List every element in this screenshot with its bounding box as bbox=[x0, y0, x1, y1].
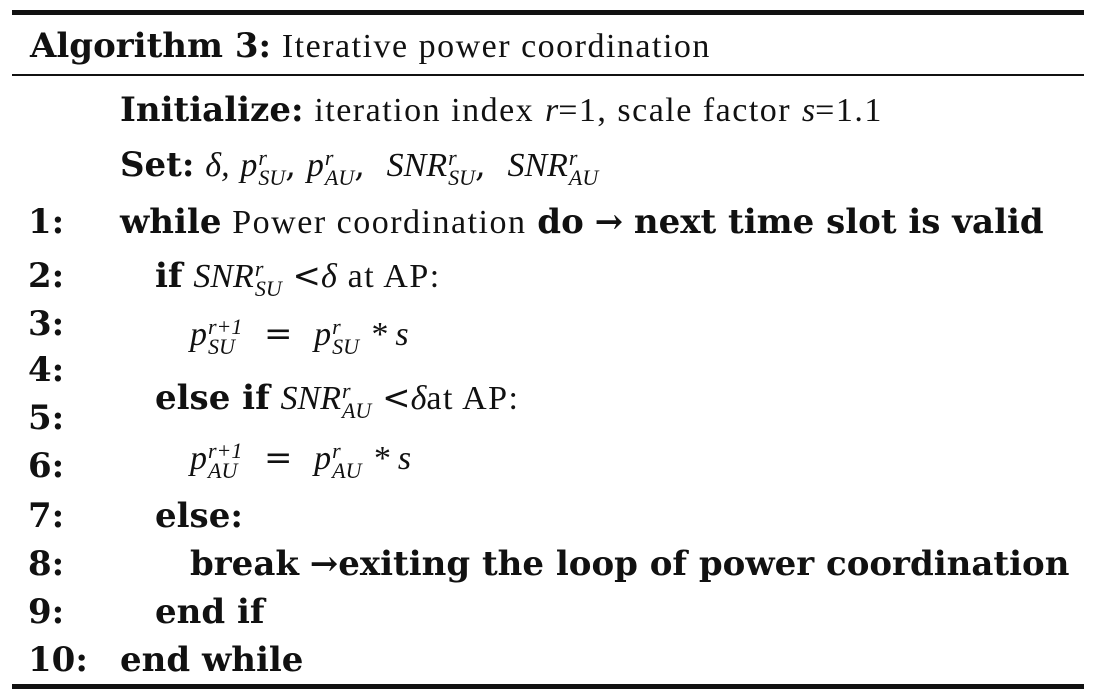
line-number-4: 4: bbox=[28, 350, 65, 390]
line-number-8: 8: bbox=[28, 544, 65, 584]
line-number-6: 6: bbox=[28, 446, 65, 486]
sup-r: r bbox=[332, 438, 341, 463]
top-rule bbox=[12, 10, 1084, 15]
initialize-keyword: Initialize: bbox=[120, 90, 304, 130]
do-keyword: do bbox=[537, 202, 584, 242]
times-s: * s bbox=[369, 316, 409, 353]
delta: δ bbox=[410, 380, 427, 417]
set-snr-su: SNR bbox=[386, 147, 448, 184]
comma: , bbox=[475, 145, 486, 185]
line-number-1: 1: bbox=[28, 202, 65, 242]
set-p-su: p bbox=[240, 147, 258, 184]
sub-au: AU bbox=[208, 458, 238, 483]
if-keyword: if bbox=[155, 256, 183, 296]
initialize-eq-a: =1, scale factor bbox=[558, 92, 792, 129]
sub-au: AU bbox=[568, 165, 599, 190]
algorithm-name: Iterative power coordination bbox=[281, 28, 711, 65]
sub-su: SU bbox=[332, 334, 360, 359]
set-keyword: Set: bbox=[120, 145, 195, 185]
bottom-rule bbox=[12, 684, 1084, 689]
delta: δ bbox=[321, 258, 337, 295]
p: p bbox=[190, 316, 207, 353]
line-number-7: 7: bbox=[28, 496, 65, 536]
sup-r: r bbox=[332, 314, 341, 339]
less-than: < bbox=[292, 256, 322, 296]
while-comment: next time slot is valid bbox=[633, 202, 1044, 242]
sup-r: r bbox=[324, 145, 334, 170]
end-while-keyword: end while bbox=[120, 640, 304, 680]
snr: SNR bbox=[193, 258, 254, 295]
p: p bbox=[314, 316, 332, 353]
sub-au: AU bbox=[332, 458, 362, 483]
line-end-if: end if bbox=[155, 590, 265, 634]
header-rule bbox=[12, 74, 1084, 76]
sup-r: r bbox=[254, 256, 264, 281]
set-delta: δ, bbox=[205, 147, 230, 184]
while-keyword: while bbox=[120, 202, 222, 242]
equals: = bbox=[264, 438, 293, 478]
line-number-9: 9: bbox=[28, 592, 65, 632]
equals: = bbox=[264, 314, 293, 354]
sub-su: SU bbox=[254, 276, 282, 301]
sub-su: SU bbox=[208, 334, 235, 359]
at-ap: at AP: bbox=[347, 258, 441, 295]
line-else: else: bbox=[155, 494, 243, 538]
at-ap: at AP: bbox=[426, 380, 520, 417]
sub-au: AU bbox=[341, 398, 372, 423]
end-if-keyword: end if bbox=[155, 592, 265, 632]
sub-su: SU bbox=[448, 165, 476, 190]
line-number-3: 3: bbox=[28, 304, 65, 344]
sup-r: r bbox=[341, 378, 351, 403]
line-end-while: end while bbox=[120, 638, 303, 682]
sup-r: r bbox=[258, 145, 267, 170]
initialize-text: iteration index bbox=[314, 92, 535, 129]
sub-su: SU bbox=[258, 165, 286, 190]
p: p bbox=[190, 440, 207, 477]
line-number-5: 5: bbox=[28, 398, 65, 438]
algorithm-title: Algorithm 3: Iterative power coordinatio… bbox=[30, 24, 711, 69]
break-keyword: break bbox=[190, 544, 299, 584]
sup-r: r bbox=[568, 145, 578, 170]
line-while: while Power coordination do → next time … bbox=[120, 200, 1044, 245]
algorithm-label: Algorithm 3: bbox=[30, 26, 272, 66]
else-keyword: else: bbox=[155, 496, 243, 536]
sup-r-plus-1: r+1 bbox=[208, 314, 243, 339]
times-s: * s bbox=[372, 440, 412, 477]
else-if-keyword: else if bbox=[155, 378, 270, 418]
less-than: < bbox=[382, 378, 411, 418]
comma: , bbox=[285, 145, 297, 185]
comma: , bbox=[354, 145, 366, 185]
sub-au: AU bbox=[324, 165, 355, 190]
initialize-line: Initialize: iteration index r=1, scale f… bbox=[120, 88, 883, 133]
initialize-eq-b: =1.1 bbox=[815, 92, 883, 129]
set-snr-au: SNR bbox=[507, 147, 568, 184]
arrow-icon: → bbox=[594, 202, 624, 242]
snr: SNR bbox=[280, 380, 341, 417]
p: p bbox=[314, 440, 332, 477]
sup-r-plus-1: r+1 bbox=[208, 438, 243, 463]
line-break: break →exiting the loop of power coordin… bbox=[190, 542, 1069, 586]
line-number-2: 2: bbox=[28, 256, 65, 296]
break-comment: →exiting the loop of power coordination bbox=[309, 544, 1070, 584]
set-p-au: p bbox=[306, 147, 324, 184]
sup-r: r bbox=[448, 145, 457, 170]
var-r: r bbox=[544, 92, 559, 129]
while-condition: Power coordination bbox=[232, 204, 527, 241]
line-number-10: 10: bbox=[28, 640, 88, 680]
var-s: s bbox=[801, 92, 816, 129]
